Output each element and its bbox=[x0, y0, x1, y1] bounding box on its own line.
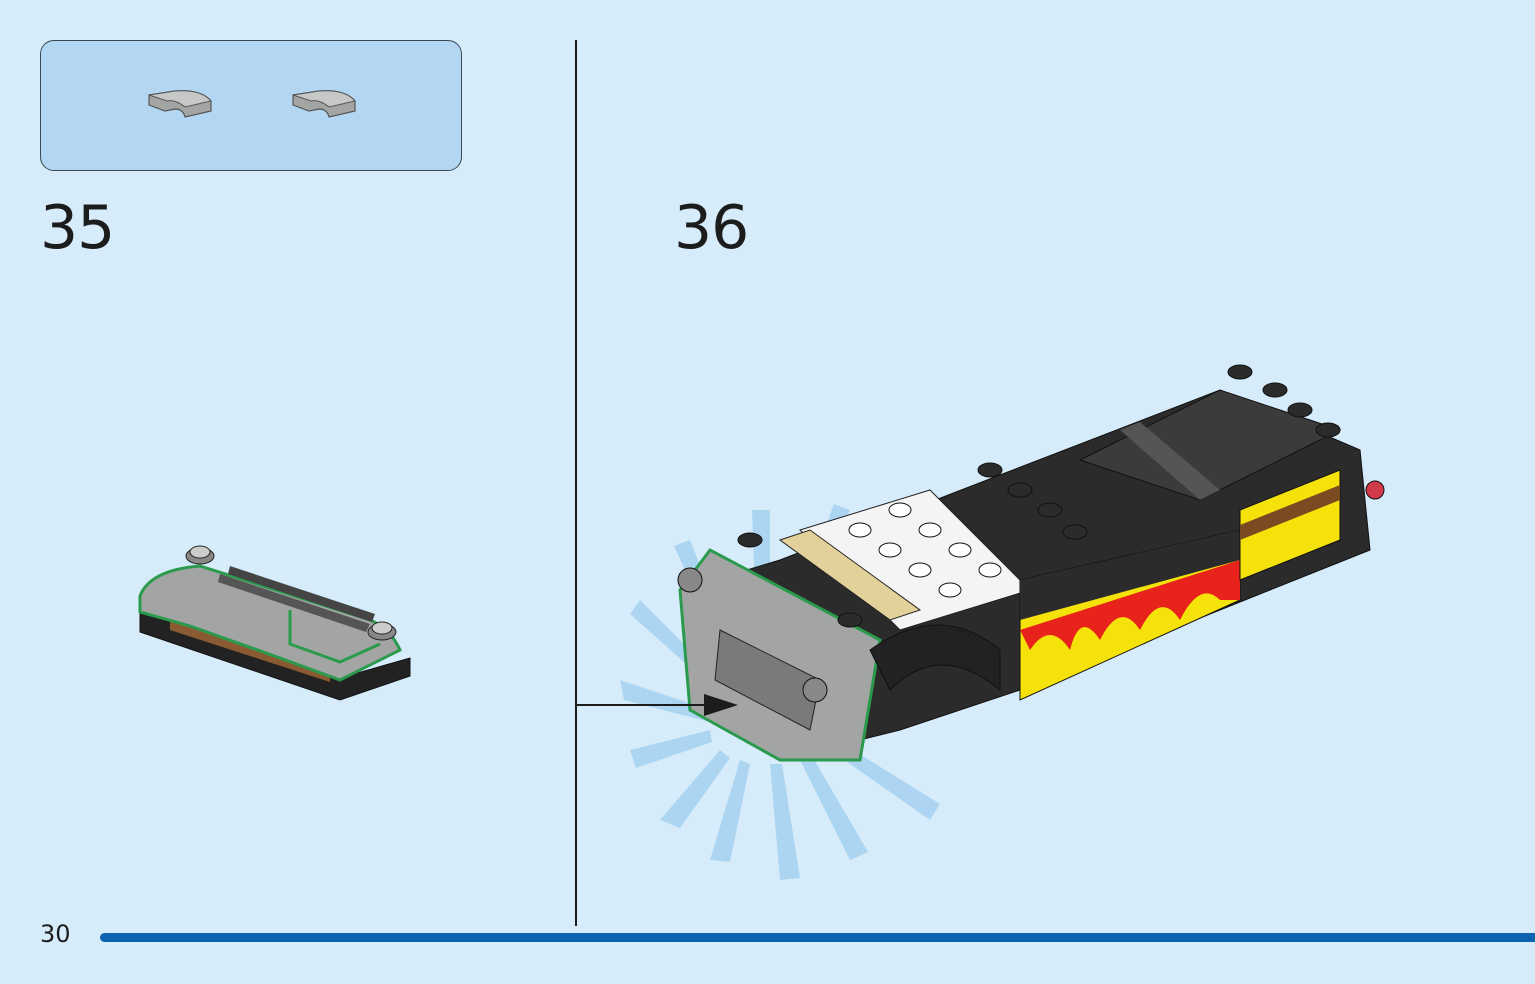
step-36-car-illustration bbox=[620, 364, 1385, 880]
step-number-36: 36 bbox=[674, 193, 749, 263]
step-number-35: 35 bbox=[40, 193, 115, 263]
part-curved-slope-icon bbox=[148, 90, 212, 118]
parts-callout-box bbox=[40, 40, 462, 171]
step-divider bbox=[575, 40, 577, 926]
progress-bar bbox=[100, 933, 1535, 942]
page-number: 30 bbox=[40, 920, 71, 948]
part-curved-slope-icon bbox=[292, 90, 356, 118]
attach-arrow bbox=[576, 694, 738, 716]
step-35-subassembly-illustration bbox=[138, 545, 411, 701]
